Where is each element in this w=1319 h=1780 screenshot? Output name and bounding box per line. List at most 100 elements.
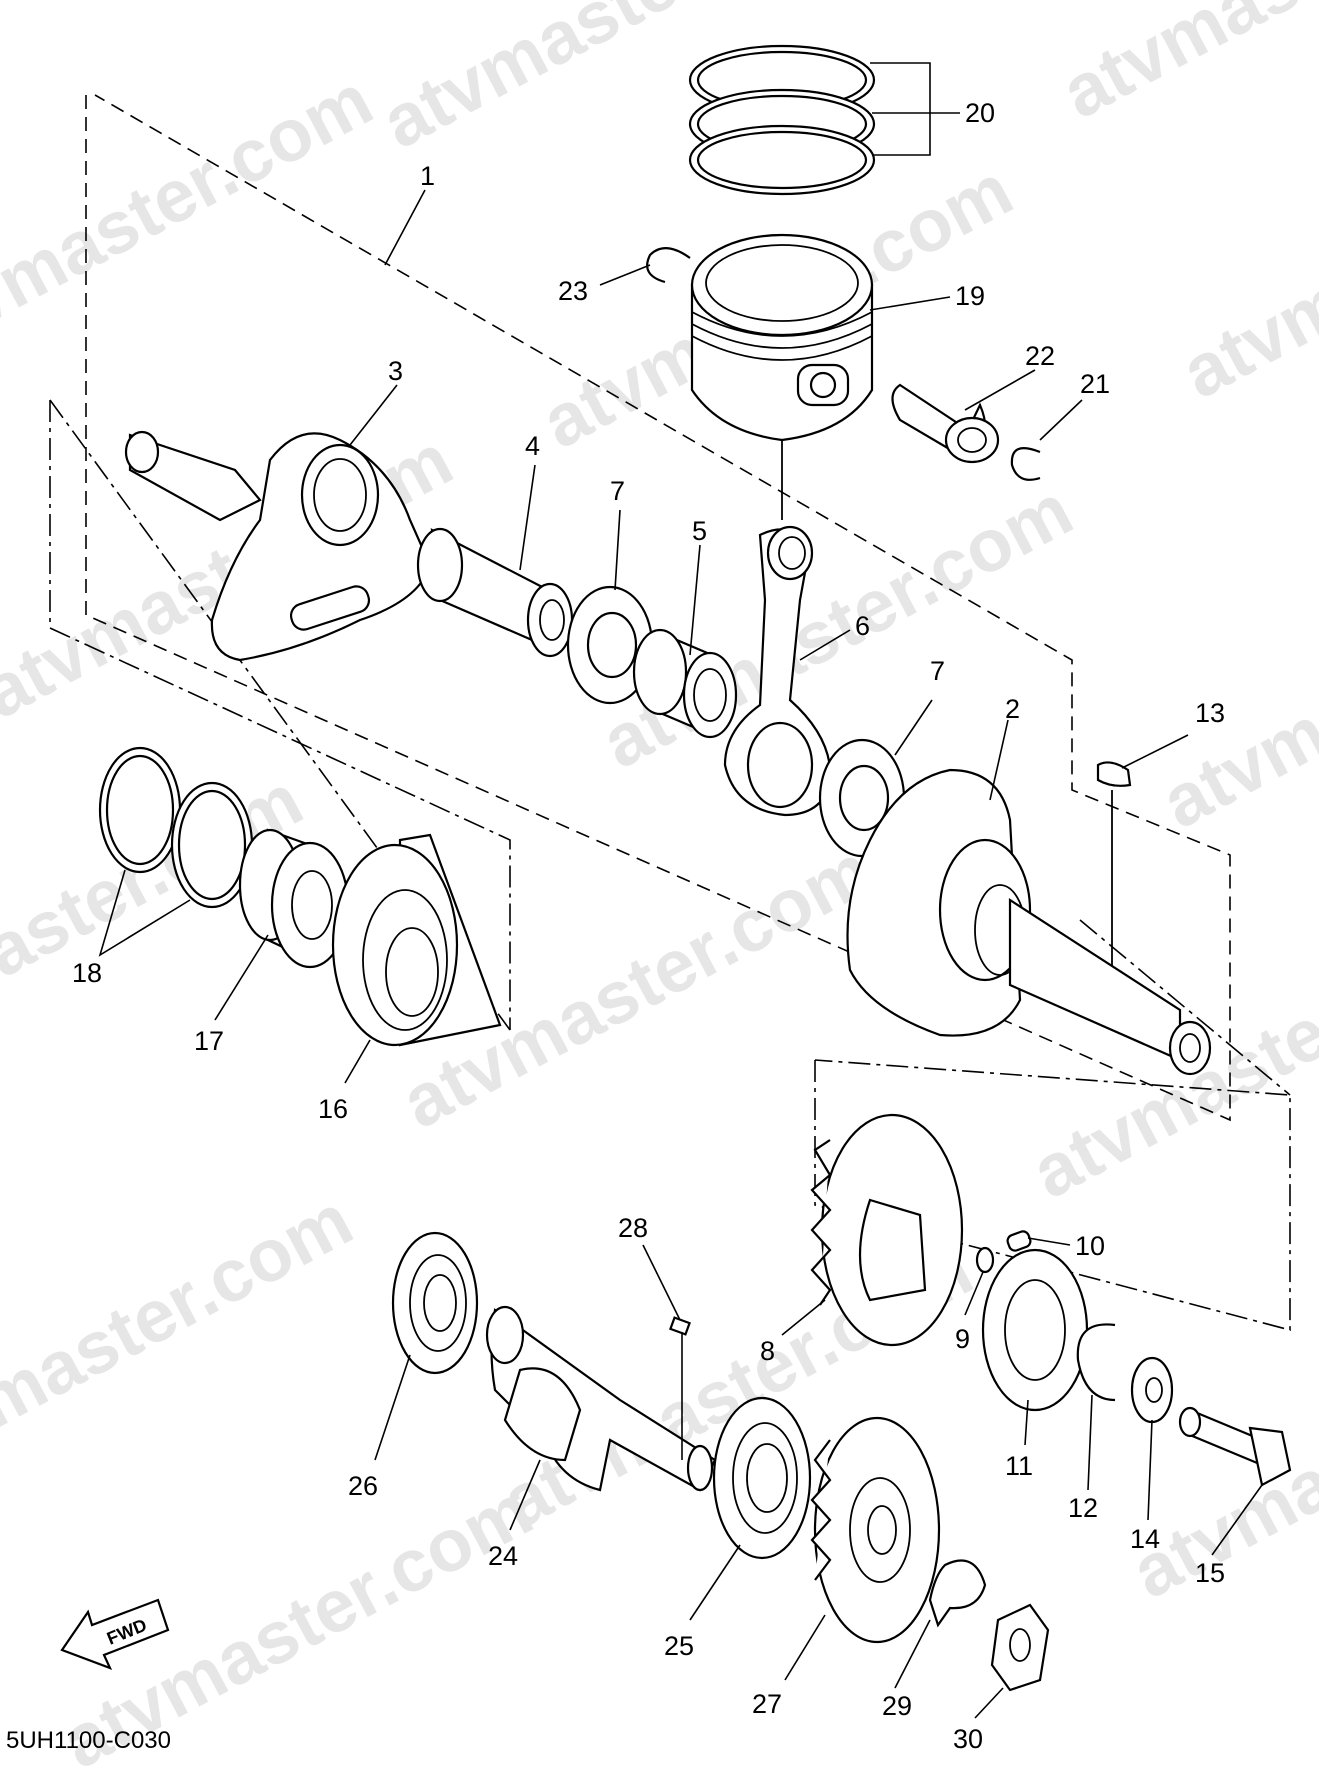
callout-30: 30 (953, 1724, 983, 1754)
callout-22: 22 (1025, 341, 1055, 371)
spring (975, 1246, 995, 1274)
connecting-rod-small-bore (778, 536, 806, 570)
leader-7a (614, 509, 621, 591)
left-crank-oil-slot (289, 585, 371, 631)
callout-2: 2 (1005, 694, 1020, 724)
crank-left (124, 430, 432, 662)
piston-groove-1 (691, 311, 873, 337)
washer (1130, 1356, 1174, 1424)
connecting-rod-big-end-bore (746, 721, 814, 809)
fwd-arrow-icon (60, 1598, 170, 1670)
balancer-weight (503, 1367, 582, 1462)
piston (690, 233, 874, 442)
callout-7-right: 7 (930, 656, 945, 686)
washer-outer (1130, 1356, 1174, 1424)
right-crank-shaft (1008, 897, 1182, 1062)
balancer-bearing-bore (423, 1274, 457, 1332)
piston-crown-inner (705, 244, 859, 322)
callout-12: 12 (1068, 1493, 1098, 1523)
callout-10: 10 (1075, 1231, 1105, 1261)
leader-15 (1211, 1484, 1263, 1556)
nut-body (990, 1603, 1050, 1692)
leader-22 (964, 369, 1036, 411)
callout-16: 16 (318, 1094, 348, 1124)
needle-bearing (632, 628, 738, 739)
leader-29 (894, 1619, 931, 1689)
leader-28 (642, 1244, 681, 1321)
leader-17 (214, 934, 269, 1021)
thrust-washer-left (566, 585, 654, 705)
watermark: atvmaster.com (1149, 528, 1319, 845)
callout-21: 21 (1080, 369, 1110, 399)
right-crank-hub (938, 838, 1032, 982)
balancer-gear (810, 1416, 941, 1644)
leader-8 (781, 1299, 826, 1336)
bearing-group-outline (49, 400, 511, 1030)
woodruff-key (1096, 761, 1132, 787)
balancer-bearing (391, 1231, 479, 1375)
connecting-rod (723, 525, 832, 817)
callout-29: 29 (882, 1691, 912, 1721)
balancer-gear-hub (849, 1477, 911, 1583)
callout-20: 20 (965, 98, 995, 128)
callout-4: 4 (525, 431, 540, 461)
leader-23 (599, 264, 651, 286)
leader-26 (374, 1354, 411, 1461)
balancer-gear-body (813, 1416, 941, 1644)
watermark: atvmaster.com (1049, 0, 1319, 134)
bolt-tip (1178, 1406, 1202, 1438)
leader-13 (1121, 734, 1189, 769)
callout-24: 24 (488, 1541, 518, 1571)
drive-gear-hub (858, 1198, 927, 1302)
main-bearing-bore (385, 927, 439, 1017)
callout-3: 3 (388, 356, 403, 386)
callouts: 1 2 3 4 5 6 7 7 8 9 10 11 12 13 14 15 16… (72, 98, 1225, 1754)
balancer-shaft-thread (686, 1444, 714, 1492)
crank-right (846, 768, 1212, 1076)
drive-gear (810, 1113, 964, 1347)
circlip-large (1076, 1323, 1116, 1402)
balancer-bearing-race (409, 1254, 467, 1352)
leader-27 (784, 1614, 826, 1681)
right-shaft-end (1168, 1020, 1212, 1076)
fwd-arrow: FWD (60, 1598, 170, 1670)
leader-24 (509, 1459, 541, 1531)
oil-seal-bore (291, 870, 333, 940)
leader-16 (344, 1039, 371, 1084)
left-crank-pin-bore-inner (313, 458, 367, 532)
diagram-code: 5UH1100-C030 (6, 1727, 171, 1754)
crank-pin-bore (539, 599, 565, 641)
balancer-bearing-right-race (732, 1422, 798, 1534)
callout-28: 28 (618, 1213, 648, 1243)
callout-11: 11 (1005, 1451, 1033, 1481)
lock-washer (928, 1559, 987, 1628)
piston-pin-hole (809, 371, 837, 399)
crank-pin-end-right (526, 582, 574, 658)
callout-7-left: 7 (610, 476, 625, 506)
gear-group-outline-tail (1079, 919, 1291, 1096)
washer-hole (1145, 1377, 1163, 1403)
leader-21 (1039, 399, 1083, 441)
callout-14: 14 (1130, 1524, 1160, 1554)
bolt (1178, 1406, 1292, 1487)
piston-pin-bore (957, 427, 987, 453)
leader-6 (799, 629, 851, 661)
callout-13: 13 (1195, 698, 1225, 728)
needle-bearing-end-right (682, 651, 738, 739)
piston-pin (891, 383, 1000, 464)
watermark: atvmaster.com (1169, 98, 1319, 415)
plate (981, 1248, 1089, 1412)
leader-14 (1147, 1419, 1153, 1521)
leader-5 (689, 544, 701, 656)
crank-pin (416, 527, 574, 658)
leader-20-bracket (870, 62, 931, 156)
balancer-bearing-right-outer (712, 1396, 812, 1560)
callout-19: 19 (955, 281, 985, 311)
piston-rings (688, 44, 876, 196)
leader-11 (1024, 1399, 1029, 1446)
balancer-bearing-right-bore (746, 1443, 788, 1513)
watermark: atvmaster.com (589, 468, 1086, 785)
o-ring-2-inner (177, 789, 247, 901)
crankshaft-assembly-outline (85, 94, 1231, 1122)
